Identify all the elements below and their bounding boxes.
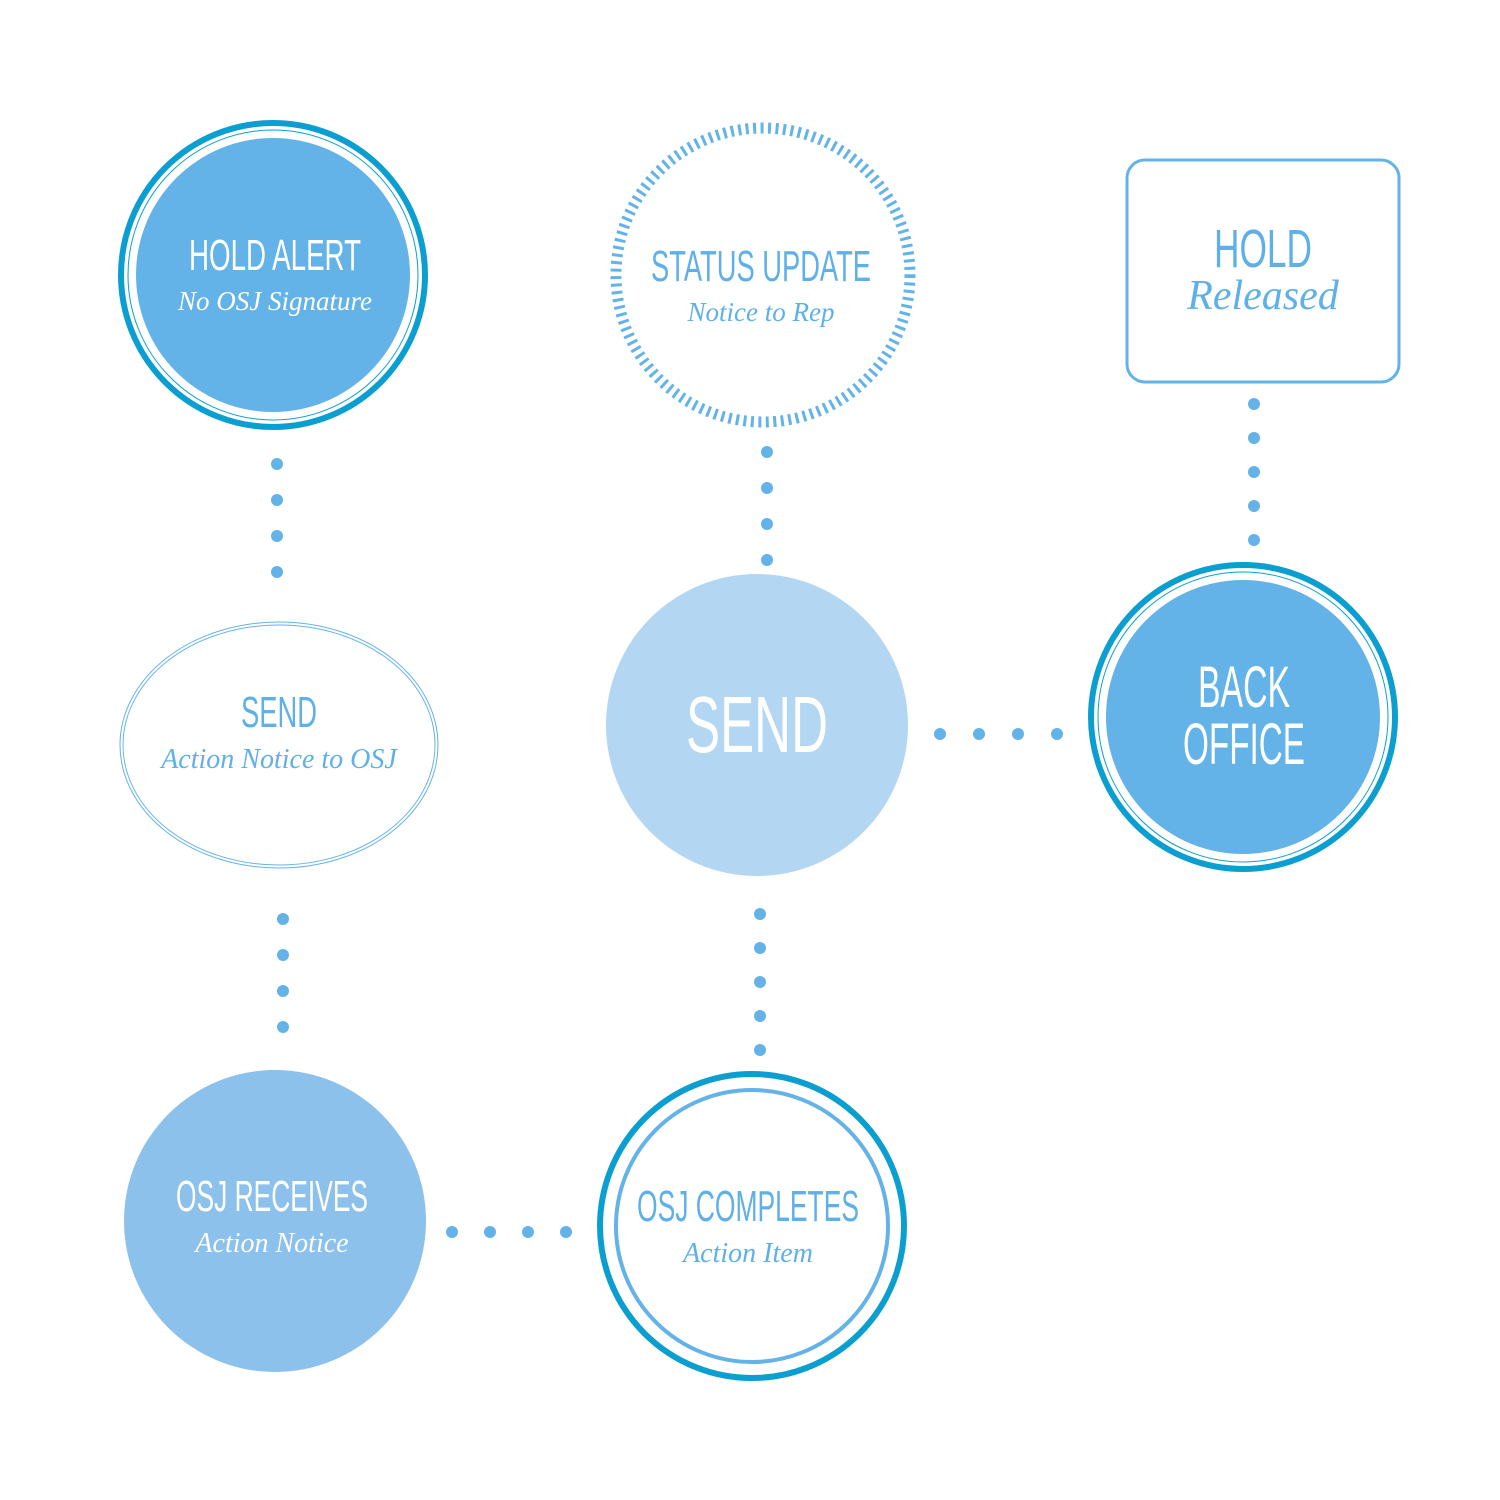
hold-alert-subtitle: No OSJ Signature xyxy=(177,286,372,316)
back-office-node: BACK OFFICE xyxy=(1088,562,1398,872)
osj-completes-node: OSJ COMPLETES Action Item xyxy=(597,1071,907,1381)
back-office-title-line1: BACK xyxy=(1198,655,1290,720)
hold-alert-title: HOLD ALERT xyxy=(189,231,361,280)
connector-status-to-send xyxy=(761,446,773,566)
send-main-title: SEND xyxy=(686,680,828,769)
connector-hold-alert-to-send xyxy=(271,458,283,578)
hold-released-node: HOLD Released xyxy=(1125,158,1401,384)
back-office-title-line2: OFFICE xyxy=(1183,712,1305,777)
send-main-node: SEND xyxy=(606,574,908,876)
send-action-title: SEND xyxy=(241,688,317,737)
connector-osj-receives-to-completes xyxy=(446,1226,572,1238)
status-update-title: STATUS UPDATE xyxy=(651,242,871,291)
osj-receives-node: OSJ RECEIVES Action Notice xyxy=(124,1070,426,1372)
osj-completes-title: OSJ COMPLETES xyxy=(637,1182,859,1231)
send-action-node: SEND Action Notice to OSJ xyxy=(119,621,439,869)
connector-hold-released-to-back-office xyxy=(1248,398,1260,546)
hold-released-title: HOLD xyxy=(1214,219,1312,279)
hold-alert-node: HOLD ALERT No OSJ Signature xyxy=(118,120,428,430)
send-action-subtitle: Action Notice to OSJ xyxy=(159,744,398,775)
status-update-subtitle: Notice to Rep xyxy=(687,297,835,327)
osj-receives-title: OSJ RECEIVES xyxy=(176,1172,368,1221)
connector-send-to-back-office xyxy=(934,728,1063,740)
osj-completes-subtitle: Action Item xyxy=(681,1238,813,1269)
hold-released-subtitle: Released xyxy=(1186,273,1340,319)
connector-send-to-osj-completes xyxy=(754,908,766,1056)
osj-receives-subtitle: Action Notice xyxy=(193,1228,348,1259)
connector-send-action-to-osj-receives xyxy=(277,913,289,1033)
status-update-node: STATUS UPDATE Notice to Rep xyxy=(610,122,916,428)
